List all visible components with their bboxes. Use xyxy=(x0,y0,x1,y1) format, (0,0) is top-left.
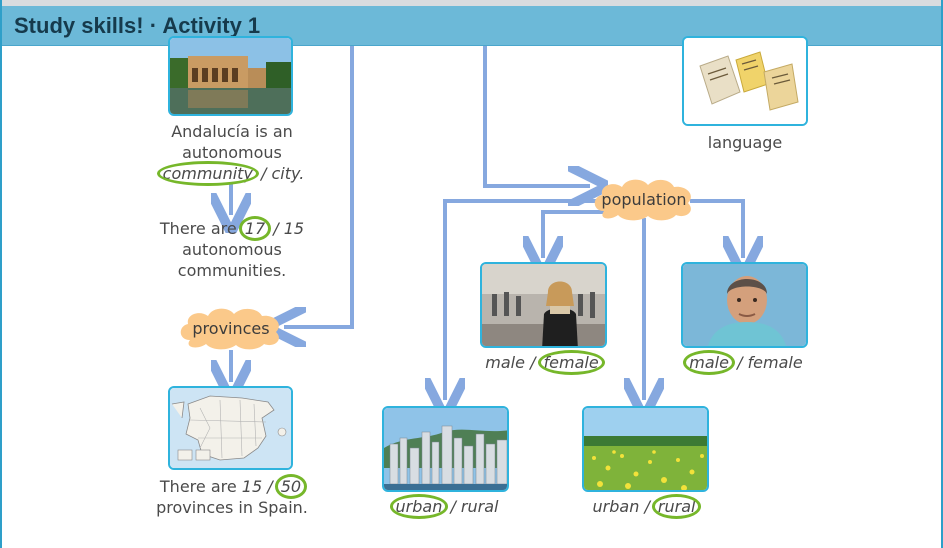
communities-pre-text: There are xyxy=(159,219,237,238)
language-caption: language xyxy=(707,133,783,152)
woman-option-male[interactable]: male xyxy=(485,353,525,372)
communities-separator: / xyxy=(273,219,279,238)
arrow-population-to-city xyxy=(445,199,601,398)
provinces-count-post-text: provinces in Spain. xyxy=(156,498,308,517)
woman-caption: male / female xyxy=(470,350,617,375)
arrow-top-to-population xyxy=(483,44,588,186)
population-label: population xyxy=(601,189,687,209)
provinces-option-15[interactable]: 15 xyxy=(241,477,263,496)
top-strip xyxy=(2,0,941,8)
language-books-photo xyxy=(682,36,808,126)
alhambra-palace-photo xyxy=(168,36,293,116)
city-option-urban[interactable]: urban xyxy=(389,494,449,519)
andalucia-caption: Andalucía is an autonomous community / c… xyxy=(152,121,312,186)
arrow-population-to-man xyxy=(690,199,743,256)
spain-provinces-map xyxy=(168,386,293,470)
man-option-female[interactable]: female xyxy=(747,353,803,372)
activity-title: Study skills! · Activity 1 xyxy=(14,12,261,38)
man-option-male[interactable]: male xyxy=(683,350,735,375)
provinces-option-50[interactable]: 50 xyxy=(274,474,308,499)
communities-post-text: autonomous communities. xyxy=(177,240,287,280)
city-separator: / xyxy=(450,497,456,516)
andalucia-separator: / xyxy=(261,164,267,183)
field-separator: / xyxy=(644,497,650,516)
arrow-top-to-provinces xyxy=(286,44,354,327)
field-caption: urban / rural xyxy=(570,494,721,519)
man-portrait-photo xyxy=(681,262,808,348)
man-caption: male / female xyxy=(670,350,819,375)
arrow-population-to-woman xyxy=(543,210,607,256)
provinces-label: provinces xyxy=(192,318,270,338)
communities-option-15[interactable]: 15 xyxy=(283,219,305,238)
man-separator: / xyxy=(737,353,743,372)
city-option-rural[interactable]: rural xyxy=(460,497,499,516)
woman-option-female[interactable]: female xyxy=(537,350,605,375)
flower-field-photo xyxy=(582,406,709,492)
field-option-rural[interactable]: rural xyxy=(651,494,701,519)
field-option-urban[interactable]: urban xyxy=(592,497,640,516)
city-caption: urban / rural xyxy=(370,494,521,519)
communities-caption: There are 17 / 15 autonomous communities… xyxy=(150,216,314,281)
andalucia-text: Andalucía is an autonomous xyxy=(171,122,293,162)
woman-in-street-photo xyxy=(480,262,607,348)
provinces-cloud: provinces xyxy=(176,304,286,352)
woman-separator: / xyxy=(530,353,536,372)
communities-option-17[interactable]: 17 xyxy=(238,216,272,241)
hong-kong-skyline-photo xyxy=(382,406,509,492)
andalucia-option-community[interactable]: community xyxy=(156,161,260,186)
population-cloud: population xyxy=(590,175,698,223)
provinces-count-pre-text: There are xyxy=(159,477,237,496)
provinces-count-caption: There are 15 / 50 provinces in Spain. xyxy=(142,474,322,518)
andalucia-option-city[interactable]: city. xyxy=(271,164,305,183)
provinces-separator: / xyxy=(267,477,273,496)
